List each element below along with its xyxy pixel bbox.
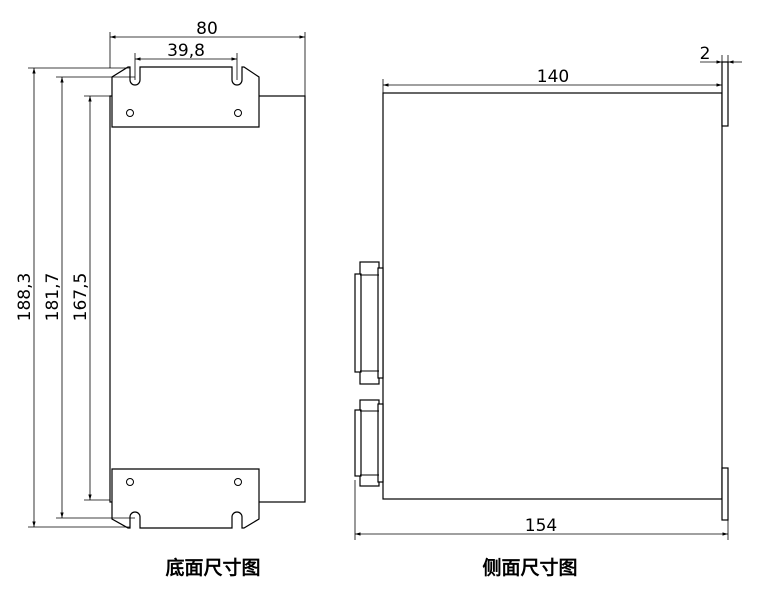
mount-hole — [126, 478, 134, 486]
dim-body-height-label: 167,5 — [71, 273, 91, 322]
dim-slot-spacing-label: 39,8 — [167, 41, 205, 61]
dim-slot-height-label: 181,7 — [43, 273, 63, 322]
dim-width-label: 80 — [196, 19, 218, 39]
flange-top — [721, 61, 729, 127]
connector-lower — [354, 399, 384, 487]
side-view-caption: 侧面尺寸图 — [482, 556, 577, 579]
side-view: 140 2 154 侧面尺寸图 — [354, 44, 742, 579]
dim-flange-label: 2 — [700, 44, 711, 64]
mount-hole — [234, 109, 242, 117]
dim-overall-height-label: 188,3 — [15, 273, 35, 322]
dim-body-depth-label: 140 — [537, 67, 569, 87]
dim-overall-depth-label: 154 — [525, 516, 557, 536]
bottom-view-body — [109, 95, 306, 503]
side-view-body — [382, 92, 723, 500]
bottom-mounting-bracket — [111, 468, 260, 529]
mount-hole — [126, 109, 134, 117]
connector-upper — [354, 261, 384, 385]
bottom-view: 80 39,8 188,3 181,7 167,5 底面尺寸图 — [15, 19, 306, 579]
top-mounting-bracket — [111, 66, 260, 128]
bottom-view-caption: 底面尺寸图 — [165, 556, 260, 579]
mount-hole — [234, 478, 242, 486]
flange-bottom — [721, 467, 729, 521]
